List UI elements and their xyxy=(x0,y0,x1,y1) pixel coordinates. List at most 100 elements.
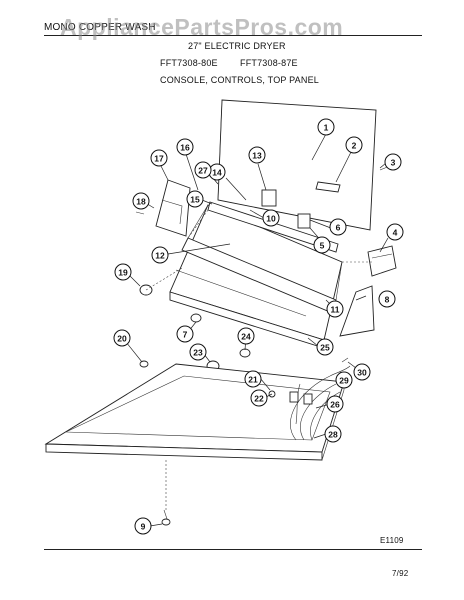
callout-21: 21 xyxy=(244,370,262,388)
watermark-logo: AppliancePartsPros.com xyxy=(60,14,344,40)
callout-3: 3 xyxy=(384,153,402,171)
callout-circle xyxy=(113,329,131,347)
callout-circle xyxy=(345,136,363,154)
callout-number: 1 xyxy=(324,123,329,133)
callout-number: 30 xyxy=(357,368,367,378)
callout-circle xyxy=(194,161,212,179)
callout-circle xyxy=(378,290,396,308)
callout-number: 13 xyxy=(252,151,262,161)
callout-circle xyxy=(248,146,266,164)
callout-number: 15 xyxy=(190,195,200,205)
callout-circle xyxy=(132,192,150,210)
callout-26: 26 xyxy=(326,395,344,413)
callout-number: 28 xyxy=(328,430,338,440)
callout-19: 19 xyxy=(114,263,132,281)
callout-15: 15 xyxy=(186,190,204,208)
callout-5: 5 xyxy=(313,236,331,254)
callout-25: 25 xyxy=(316,338,334,356)
selector-switch xyxy=(261,189,311,229)
callout-20: 20 xyxy=(113,329,131,347)
header-rule xyxy=(44,35,422,36)
callout-17: 17 xyxy=(150,149,168,167)
timer-switch xyxy=(367,245,397,277)
callout-circle xyxy=(335,371,353,389)
callout-number: 17 xyxy=(154,154,164,164)
callout-number: 18 xyxy=(136,197,146,207)
callout-8: 8 xyxy=(378,290,396,308)
callout-circle xyxy=(189,343,207,361)
callout-number: 12 xyxy=(155,251,165,261)
callout-circle xyxy=(250,389,268,407)
model-number-2: FFT7308-87E xyxy=(240,58,298,68)
callout-circle xyxy=(316,338,334,356)
top-panel xyxy=(44,363,345,461)
callout-number: 2 xyxy=(352,141,357,151)
callout-number: 3 xyxy=(391,158,396,168)
callout-number: 24 xyxy=(241,332,251,342)
callout-29: 29 xyxy=(335,371,353,389)
callout-9: 9 xyxy=(134,517,152,535)
callout-circle xyxy=(313,236,331,254)
callout-number: 7 xyxy=(183,330,188,340)
footer-rule xyxy=(44,549,422,550)
callout-number: 10 xyxy=(266,214,276,224)
callout-circle xyxy=(176,138,194,156)
callout-14: 14 xyxy=(208,163,226,181)
revision-date: 7/92 xyxy=(392,569,409,578)
callout-16: 16 xyxy=(176,138,194,156)
callout-number: 5 xyxy=(320,241,325,251)
callout-number: 9 xyxy=(141,522,146,532)
callout-1: 1 xyxy=(317,118,335,136)
callout-2: 2 xyxy=(345,136,363,154)
callout-number: 14 xyxy=(212,168,222,178)
callout-27: 27 xyxy=(194,161,212,179)
callout-group: 1234567891011121314151617181920212223242… xyxy=(113,118,404,535)
callout-circle xyxy=(186,190,204,208)
callout-10: 10 xyxy=(262,209,280,227)
callout-number: 22 xyxy=(254,394,264,404)
callout-circle xyxy=(114,263,132,281)
callout-number: 29 xyxy=(339,376,349,386)
callout-number: 6 xyxy=(336,223,341,233)
callout-30: 30 xyxy=(353,363,371,381)
callout-23: 23 xyxy=(189,343,207,361)
callout-circle xyxy=(150,149,168,167)
callout-number: 8 xyxy=(385,295,390,305)
callout-12: 12 xyxy=(151,246,169,264)
callout-circle xyxy=(237,327,255,345)
section-label: MONO COPPER WASH xyxy=(44,22,156,33)
callout-circle xyxy=(384,153,402,171)
callout-circle xyxy=(326,395,344,413)
callout-7: 7 xyxy=(176,325,194,343)
right-end-cap xyxy=(339,285,375,337)
mounting-strip xyxy=(207,201,339,253)
model-heading: 27" ELECTRIC DRYER xyxy=(188,41,286,51)
callout-circle xyxy=(386,223,404,241)
callout-number: 23 xyxy=(193,348,203,358)
callout-28: 28 xyxy=(324,425,342,443)
callout-number: 4 xyxy=(393,228,398,238)
callout-number: 21 xyxy=(248,375,258,385)
callout-number: 16 xyxy=(180,143,190,153)
callout-number: 27 xyxy=(198,166,208,176)
callout-6: 6 xyxy=(329,218,347,236)
callout-number: 26 xyxy=(330,400,340,410)
callout-circle xyxy=(317,118,335,136)
callout-circle xyxy=(151,246,169,264)
control-knobs xyxy=(139,284,251,372)
callout-circle xyxy=(326,300,344,318)
callout-circle xyxy=(244,370,262,388)
callout-24: 24 xyxy=(237,327,255,345)
callout-22: 22 xyxy=(250,389,268,407)
back-panel xyxy=(217,99,377,231)
callout-13: 13 xyxy=(248,146,266,164)
callout-circle xyxy=(262,209,280,227)
console-panel xyxy=(169,204,343,349)
callout-4: 4 xyxy=(386,223,404,241)
callout-circle xyxy=(134,517,152,535)
callout-18: 18 xyxy=(132,192,150,210)
callout-circle xyxy=(353,363,371,381)
callout-circle xyxy=(324,425,342,443)
assembly-lines xyxy=(145,209,372,510)
